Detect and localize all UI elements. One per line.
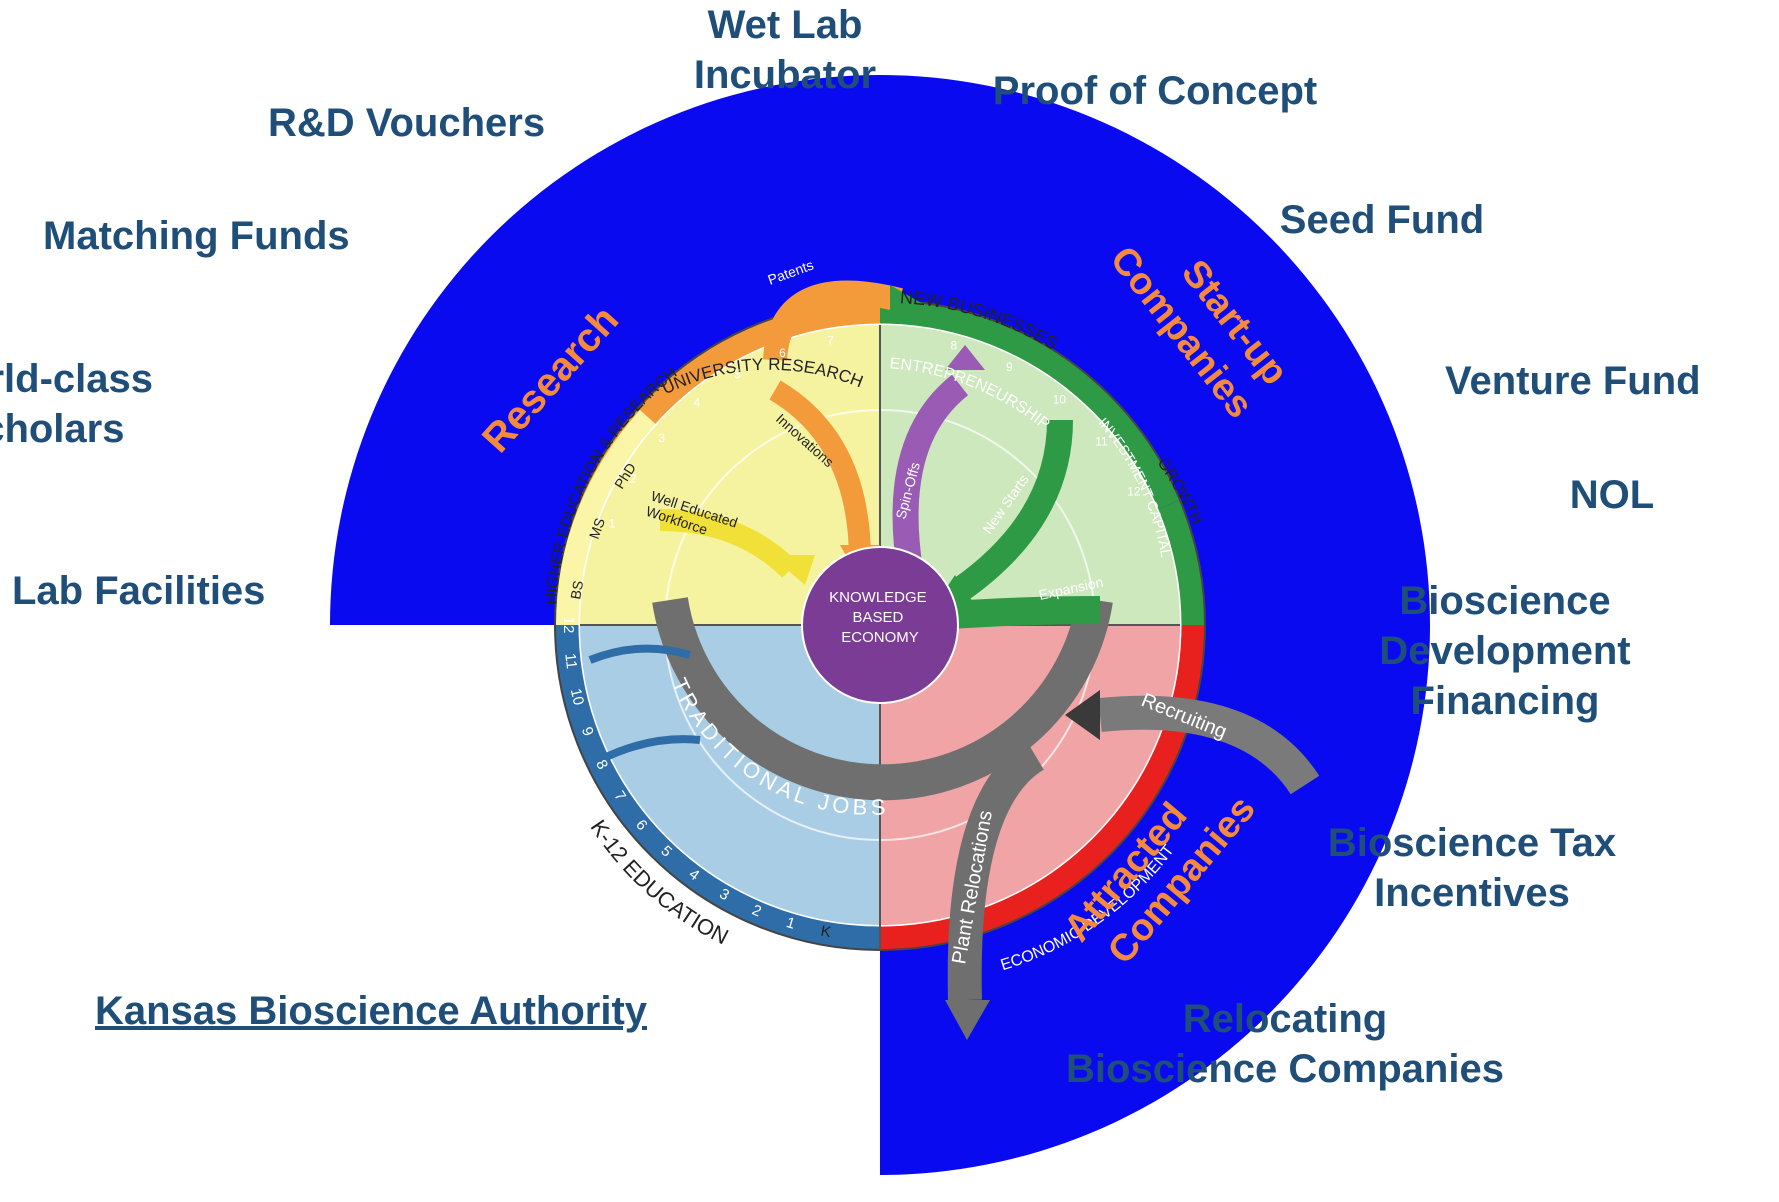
seed-fund-label: Seed Fund: [1279, 198, 1485, 242]
patents-arrow: [763, 280, 903, 362]
grade-label: 10: [567, 687, 587, 707]
venture-fund-label: Venture Fund: [1445, 359, 1701, 403]
degree-ms: MS: [586, 516, 608, 541]
startup-tick-label: 9: [1006, 360, 1013, 374]
grade-label: K: [819, 923, 832, 941]
expansion-arrow: [949, 596, 1101, 629]
research-tick-label: 3: [658, 431, 665, 445]
rd-vouchers-label: R&D Vouchers: [268, 101, 546, 145]
center-circle: [801, 546, 959, 704]
startup-tick-label: 10: [1053, 393, 1067, 407]
startup-tick-label: 8: [950, 339, 957, 353]
research-tick-label: 5: [734, 367, 741, 381]
center-label: KNOWLEDGE BASED ECONOMY: [829, 589, 931, 646]
grade-label: 12: [560, 617, 577, 634]
k12-arrow-1: [588, 644, 692, 664]
wet-lab-incubator-label: Wet Lab Incubator: [693, 3, 877, 97]
bioscience-development-financing-label: Bioscience Development Financing: [1379, 579, 1631, 723]
grade-label: 11: [561, 652, 580, 669]
traditional-jobs-arc: [652, 597, 1113, 801]
world-class-scholars-label: World-class Scholars: [0, 357, 153, 451]
matching-funds-label: Matching Funds: [43, 214, 350, 258]
degree-bs: BS: [567, 579, 586, 600]
plant-relocations-arrow: [947, 740, 1045, 1001]
bioscience-tax-incentives-label: Bioscience Tax Incentives: [1327, 821, 1617, 915]
lab-facilities-label: Lab Facilities: [12, 569, 266, 613]
research-tick-label: 2: [630, 472, 637, 486]
kansas-bioscience-authority-link[interactable]: Kansas Bioscience Authority: [95, 989, 648, 1033]
research-tick-label: 4: [693, 396, 700, 410]
spin-offs-arrow: [892, 374, 969, 572]
proof-of-concept-label: Proof of Concept: [992, 69, 1318, 113]
research-tick-label: 7: [827, 333, 834, 347]
relocating-bioscience-companies-label: Relocating Bioscience Companies: [1066, 997, 1504, 1091]
startup-tick-label: 12: [1127, 485, 1141, 499]
new-starts-arrow: [952, 419, 1073, 601]
nol-label: NOL: [1569, 473, 1655, 517]
research-tick-label: 1: [609, 517, 616, 531]
startup-tick-label: 11: [1095, 435, 1108, 449]
innovations-arrow: [769, 380, 871, 561]
k12-arrow-2: [598, 735, 701, 764]
research-tick-label: 6: [779, 346, 786, 360]
recruiting-arrow: [1098, 695, 1320, 795]
